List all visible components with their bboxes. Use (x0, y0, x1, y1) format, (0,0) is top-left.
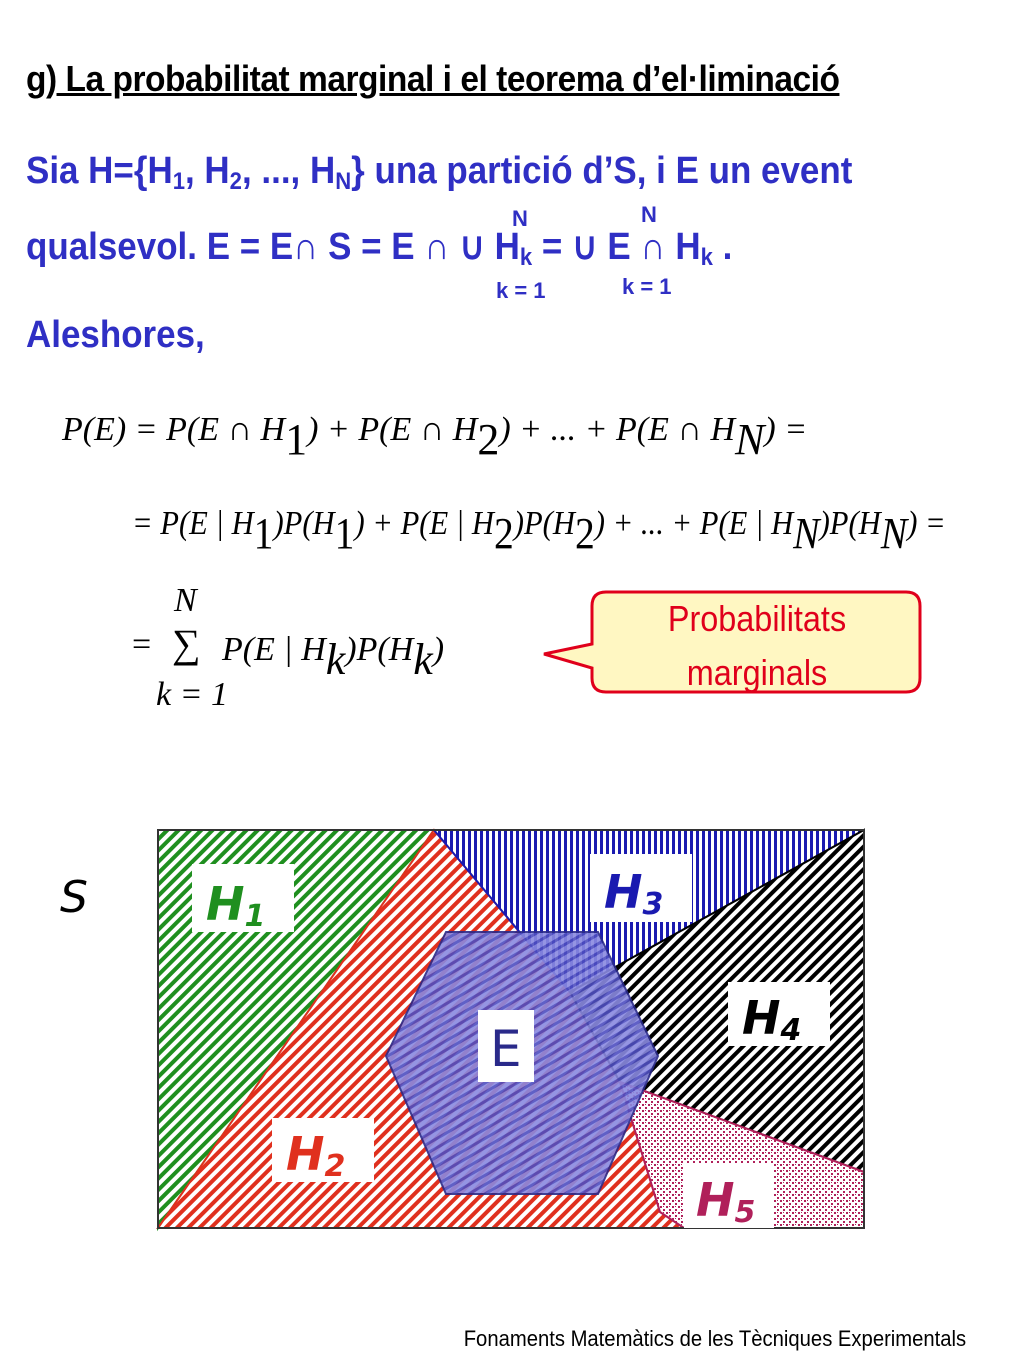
subscript: k (700, 244, 713, 271)
callout-text: Probabilitats marginals (609, 592, 906, 700)
h3-label-box (590, 854, 692, 922)
intro-text: , ..., H (241, 150, 336, 192)
intro-line-1: Sia H={H1, H2, ..., HN} una partició d’S… (26, 150, 852, 196)
formula-index: N (735, 415, 765, 464)
intro-text: H (484, 226, 520, 268)
sum-upper-limit: N (174, 582, 197, 619)
formula-text: ) + ... + P(E ∩ H (499, 411, 736, 448)
formula-index: N (880, 509, 908, 558)
h3-label: H3 (604, 865, 663, 922)
callout-bubble (543, 590, 922, 694)
formula-line-1: P(E) = P(E ∩ H1) + P(E ∩ H2) + ... + P(E… (62, 400, 808, 464)
formula-text: ) (432, 631, 445, 668)
h1-label: H1 (206, 877, 265, 934)
intro-text: = (532, 226, 573, 268)
e-label: E (490, 1020, 522, 1078)
h4-label: H4 (742, 991, 801, 1048)
formula-text: )P(H (819, 505, 881, 542)
h3-subscript: 3 (643, 887, 664, 922)
formula-index: 1 (253, 509, 274, 558)
formula-index: N (793, 509, 820, 558)
subscript: k (519, 244, 533, 271)
union-symbol: ∪ (459, 226, 485, 268)
h1-subscript: 1 (245, 899, 266, 934)
formula-text: P(E) = P(E ∩ H (62, 411, 286, 448)
h5-label: H5 (696, 1173, 755, 1230)
partition-diagram: H1 H3 H4 H2 H5 E (156, 828, 865, 1232)
intersection-symbol: ∩ (640, 226, 666, 268)
union-limit-top-1: N (512, 206, 528, 231)
sum-lower-limit: k = 1 (156, 676, 229, 713)
formula-text: ) = (764, 411, 808, 448)
callout-line: marginals (686, 652, 828, 693)
h1-label-box (192, 864, 294, 932)
sum-symbol: ∑ (172, 621, 201, 666)
intro-line-2: qualsevol. E = E∩ S = E ∩ ∪ Hk = ∪ E ∩ H… (26, 224, 732, 272)
h2-label: H2 (286, 1127, 345, 1184)
intro-text: , H (185, 150, 230, 192)
sample-space-label: S (60, 872, 88, 923)
aleshores-text: Aleshores, (26, 314, 205, 356)
formula-index: 2 (477, 415, 500, 464)
intersection-symbol: ∩ (293, 226, 319, 268)
formula-index: 1 (285, 415, 308, 464)
h4-subscript: 4 (780, 1013, 802, 1048)
formula-index: 1 (334, 509, 355, 558)
h3-letter: H (604, 865, 643, 919)
h4-letter: H (742, 991, 781, 1045)
formula-index: 2 (493, 509, 514, 558)
union-limit-bottom-2: k = 1 (622, 274, 672, 299)
intro-text: } una partició d’S, i E un event (351, 150, 853, 192)
formula-text: ) + P(E ∩ H (307, 411, 478, 448)
formula-text: )P(H (513, 505, 575, 542)
formula-line-2: = P(E | H1)P(H1) + P(E | H2)P(H2) + ... … (132, 494, 946, 558)
subscript: 2 (229, 168, 242, 195)
formula-index: 2 (574, 509, 595, 558)
intro-text: . (712, 226, 733, 268)
intro-text: Sia H={H (26, 150, 173, 192)
intersection-symbol: ∩ (424, 226, 450, 268)
formula-text: ) + P(E | H (354, 505, 494, 542)
sum-body: P(E | Hk)P(Hk) (222, 620, 445, 684)
formula-index: k (325, 635, 346, 684)
formula-text: P(E | H (222, 631, 326, 668)
intro-text: S = E (318, 226, 425, 268)
intro-text: H (665, 226, 701, 268)
formula-index: k (413, 635, 433, 684)
page-title: g) La probabilitat marginal i el teorema… (26, 58, 840, 99)
h4-label-box (728, 982, 830, 1046)
formula-text: = P(E | H (132, 505, 254, 542)
formula-text: ) = (907, 505, 946, 542)
union-symbol: ∪ (572, 226, 598, 268)
union-limit-top-2: N (641, 202, 657, 227)
intro-text: qualsevol. E = E (26, 226, 294, 268)
footer-course-name: Fonaments Matemàtics de les Tècniques Ex… (463, 1326, 966, 1351)
callout-shape (543, 590, 922, 694)
formula-text: )P(H (345, 631, 414, 668)
formula-text: )P(H (273, 505, 335, 542)
subscript: 1 (172, 168, 186, 195)
formula-text: ) + ... + P(E | H (594, 505, 794, 542)
callout-line: Probabilitats (667, 598, 847, 639)
h2-label-box (272, 1118, 374, 1182)
sum-equals: = (132, 626, 152, 663)
h1-letter: H (206, 877, 245, 931)
intro-text: E (597, 226, 641, 268)
h5-label-box (684, 1164, 774, 1228)
h5-subscript: 5 (735, 1195, 756, 1230)
union-limit-bottom-1: k = 1 (496, 278, 546, 303)
subscript: N (335, 168, 352, 195)
h2-letter: H (286, 1127, 325, 1181)
sample-space-border (157, 829, 865, 1229)
h5-letter: H (696, 1173, 735, 1227)
h2-subscript: 2 (325, 1149, 346, 1184)
e-label-box (478, 1010, 534, 1082)
intro-text (450, 226, 460, 268)
